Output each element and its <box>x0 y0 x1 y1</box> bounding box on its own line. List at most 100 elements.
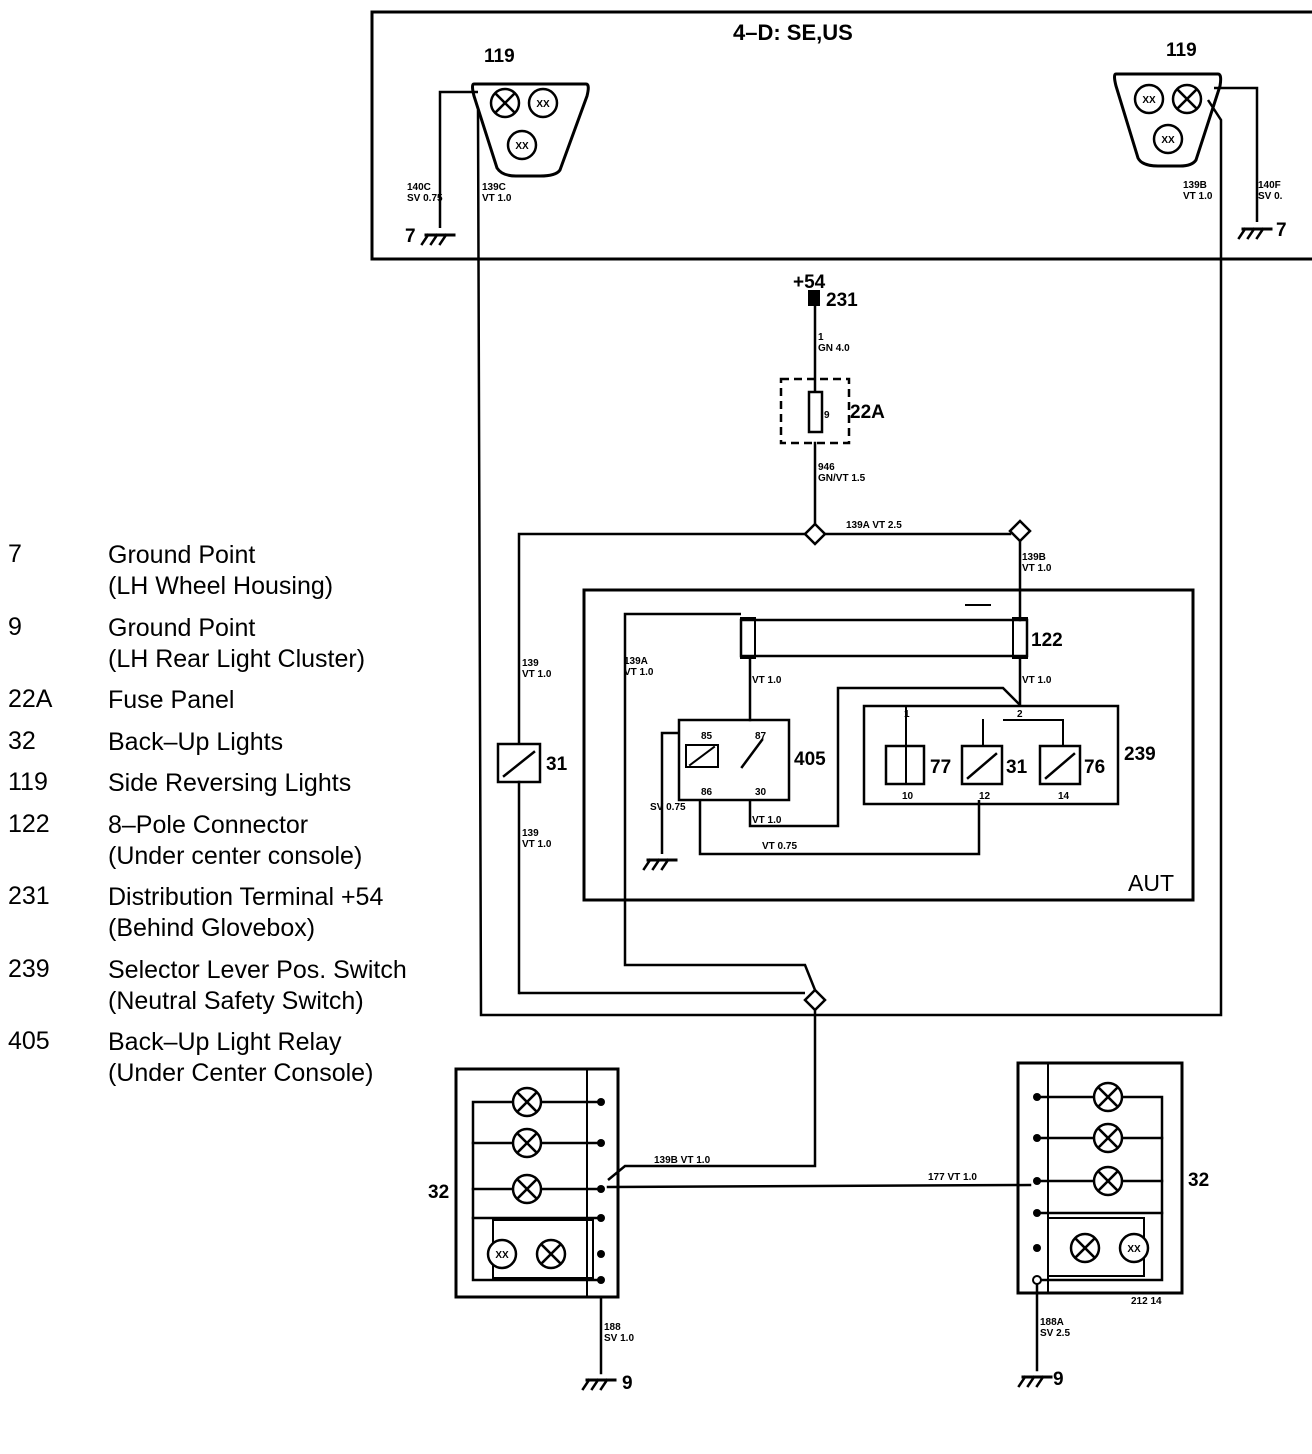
wire-label: 188A <box>1040 1317 1064 1328</box>
ground-label: 7 <box>405 226 416 247</box>
bulb-filament <box>540 1243 562 1265</box>
terminal-label: +54 <box>793 272 826 293</box>
wire <box>606 1183 1032 1189</box>
ground-hatch <box>420 233 430 246</box>
ground-label: 9 <box>1053 1369 1064 1390</box>
wire-label: VT 1.0 <box>1022 675 1052 686</box>
nss-76-switch-icon <box>1038 744 1082 786</box>
bulb-filament <box>1097 1127 1119 1149</box>
connector-122-icon <box>739 618 1029 658</box>
connection-dot <box>597 1185 605 1193</box>
wire <box>623 612 817 991</box>
ground-hatch <box>1255 227 1265 240</box>
wire-label: 188 <box>604 1322 621 1333</box>
legend-description-line: Fuse Panel <box>108 686 235 714</box>
pin-label: 85 <box>701 731 713 742</box>
variant-box-label: 4–D: SE,US <box>733 20 853 45</box>
wire-label: VT 1.0 <box>624 667 654 678</box>
legend-code: 9 <box>8 613 22 641</box>
bulb-icon <box>506 129 538 161</box>
nss-239-icon <box>862 704 1120 806</box>
nss-label: 239 <box>1124 744 1156 765</box>
switch-contact <box>502 750 536 778</box>
connection-dot <box>597 1139 605 1147</box>
relay-405-icon <box>677 718 791 802</box>
switch-contact <box>1044 752 1076 780</box>
bulb-icon <box>486 1238 518 1270</box>
backup-light-right-housing <box>1016 1061 1184 1295</box>
wire <box>438 90 478 228</box>
legend-code: 22A <box>8 685 53 713</box>
legend-description-line: 8–Pole Connector <box>108 811 309 839</box>
connector-label: 122 <box>1031 630 1063 651</box>
wire-label: GN/VT 1.5 <box>818 473 866 484</box>
wire-label: 140C <box>407 182 431 193</box>
legend-description: Fuse Panel <box>108 685 234 716</box>
ground-hatch <box>581 1378 591 1391</box>
wire-label: VT 1.0 <box>752 815 782 826</box>
ground-hatch <box>599 1378 609 1391</box>
connection-dot <box>597 1098 605 1106</box>
ground-hatch <box>1237 227 1247 240</box>
legend-description-line: Ground Point <box>108 541 256 569</box>
switch-contact <box>966 752 998 780</box>
bulb-icon <box>1133 83 1165 115</box>
ground-hatch <box>590 1378 600 1391</box>
legend-code: 405 <box>8 1027 50 1055</box>
connection-dot <box>597 1250 605 1258</box>
pin-label: 10 <box>902 791 914 802</box>
connection-dot <box>1033 1093 1041 1101</box>
bulb-code: XX <box>1142 95 1156 106</box>
wire-label: VT 1.0 <box>1022 563 1052 574</box>
wire-label: 177 VT 1.0 <box>928 1172 977 1183</box>
connection-dot <box>597 1276 605 1284</box>
ground-hatch <box>1035 1375 1045 1388</box>
legend-description-line: Back–Up Lights <box>108 728 284 756</box>
bulb-code: XX <box>536 99 550 110</box>
bulb-filament <box>1097 1086 1119 1108</box>
wire <box>607 1010 817 1181</box>
ground-hatch <box>660 858 670 871</box>
nss-contact-label: 77 <box>930 757 951 778</box>
fuse-number-label: 9 <box>824 410 830 421</box>
wire-label: SV 0.75 <box>650 802 686 813</box>
bulb-icon <box>527 87 559 119</box>
aut-box-label: AUT <box>1128 870 1174 896</box>
legend-code: 122 <box>8 810 50 838</box>
wire-label: VT 1.0 <box>1183 191 1213 202</box>
wire <box>1214 86 1259 222</box>
backup-light-left-housing <box>454 1067 620 1299</box>
wire-label: 139A <box>624 656 648 667</box>
wire-label: 139B <box>1022 552 1046 563</box>
bulb-icon <box>1152 123 1184 155</box>
wire-label: GN 4.0 <box>818 343 850 354</box>
legend-description: Distribution Terminal +54(Behind Glovebo… <box>108 882 383 944</box>
legend-code: 239 <box>8 955 50 983</box>
wire-label: SV 2.5 <box>1040 1328 1070 1339</box>
legend-description: Side Reversing Lights <box>108 768 351 799</box>
wire <box>748 686 1021 828</box>
legend-description-line: (Under center console) <box>108 842 363 870</box>
wire <box>1003 719 1064 745</box>
ground-hatch <box>1246 227 1256 240</box>
legend-code: 119 <box>8 768 48 796</box>
wire <box>660 731 679 854</box>
wire-label: 139C <box>482 182 506 193</box>
terminal-number-label: 231 <box>826 290 858 311</box>
legend-code: 32 <box>8 727 36 755</box>
legend-description-line: Side Reversing Lights <box>108 769 352 797</box>
wire-label: 139B VT 1.0 <box>654 1155 711 1166</box>
legend-description-line: (Neutral Safety Switch) <box>108 987 364 1015</box>
bulb-filament <box>1176 88 1198 110</box>
aut-box <box>582 588 1195 902</box>
legend-description-line: Back–Up Light Relay <box>108 1028 342 1056</box>
relay-coil-winding <box>688 745 716 767</box>
nss-contact-label: 76 <box>1084 757 1105 778</box>
bulb-filament <box>494 92 516 114</box>
wire <box>517 532 805 745</box>
fuse-icon <box>807 390 824 434</box>
legend-code: 231 <box>8 882 50 910</box>
legend-description-line: (Under Center Console) <box>108 1059 374 1087</box>
